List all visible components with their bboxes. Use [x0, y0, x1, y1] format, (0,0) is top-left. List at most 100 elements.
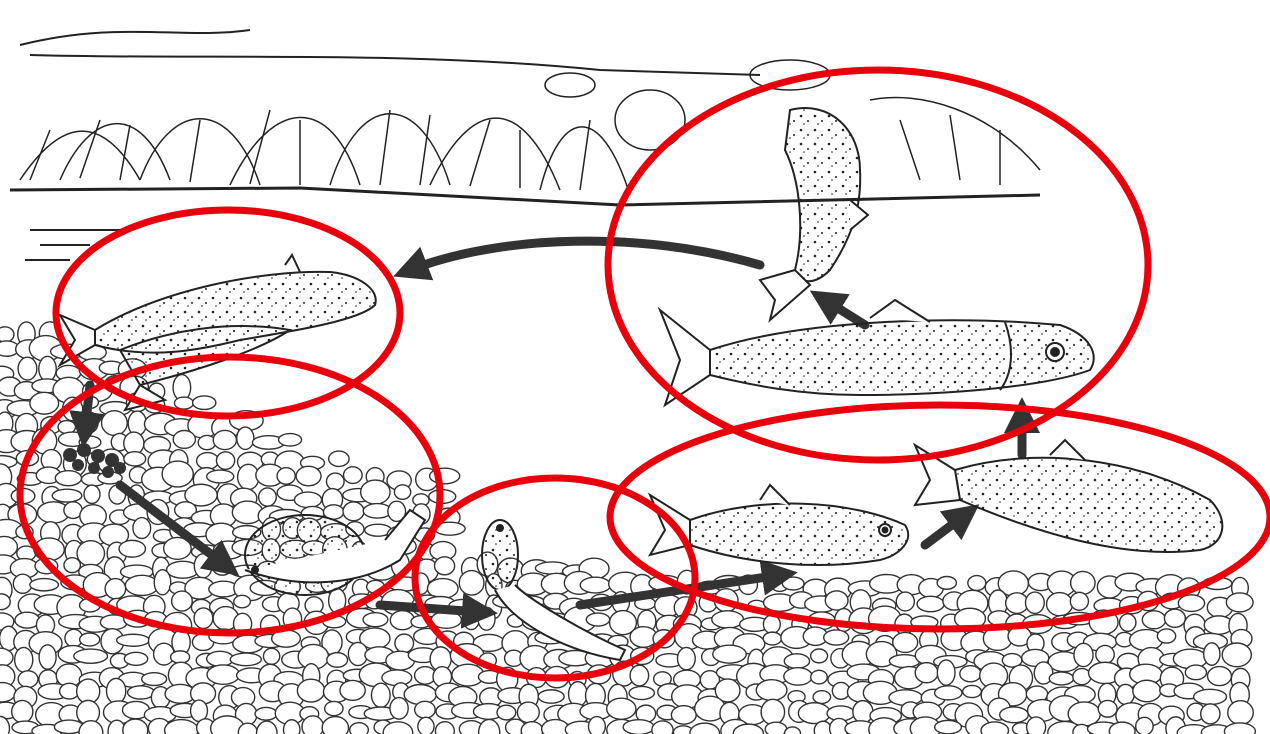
- gravel-stone: [119, 540, 145, 557]
- gravel-stone: [1047, 593, 1073, 616]
- gravel-stone: [193, 396, 216, 410]
- gravel-stone: [327, 653, 348, 668]
- gravel-stone: [297, 679, 324, 702]
- gravel-stone: [361, 480, 390, 504]
- gravel-stone: [1164, 609, 1185, 627]
- gravel-stone: [296, 466, 321, 485]
- gravel-stone: [418, 717, 434, 734]
- gravel-stone: [343, 502, 364, 521]
- gravel-stone: [172, 591, 193, 611]
- gravel-stone: [207, 665, 240, 684]
- gravel-stone: [0, 648, 13, 667]
- gravel-stone: [937, 577, 956, 590]
- gravel-stone: [1224, 723, 1255, 734]
- gravel-stone: [1070, 592, 1088, 610]
- gravel-stone: [712, 611, 744, 628]
- gravel-stone: [782, 577, 804, 590]
- gravel-stone: [1136, 717, 1153, 734]
- gravel-stone: [263, 648, 279, 664]
- gravel-stone: [1133, 680, 1161, 701]
- gravel-stone: [677, 647, 695, 669]
- gravel-stone: [340, 680, 365, 700]
- gravel-stone: [588, 717, 605, 734]
- gravel-stone: [763, 632, 781, 645]
- gravel-stone: [1222, 643, 1251, 667]
- gravel-stone: [1204, 643, 1220, 665]
- gravel-stone: [1025, 592, 1044, 613]
- gravel-stone: [390, 698, 408, 720]
- gravel-stone: [39, 645, 56, 669]
- gravel-stone: [18, 671, 38, 688]
- gravel-stone: [325, 701, 343, 715]
- gravel-stone: [171, 651, 190, 663]
- gravel-stone: [237, 427, 254, 449]
- gravel-stone: [52, 489, 82, 502]
- gravel-stone: [1000, 707, 1029, 723]
- gravel-stone: [1027, 717, 1046, 734]
- gravel-stone: [284, 720, 300, 734]
- gravel-stone: [371, 683, 390, 707]
- gravel-stone: [30, 579, 59, 591]
- gravel-stone: [12, 700, 33, 722]
- gravel-stone: [77, 541, 104, 567]
- gravel-stone: [1157, 629, 1175, 643]
- gravel-stone: [1228, 701, 1254, 725]
- gravel-stone: [1098, 700, 1117, 717]
- gravel-stone: [968, 576, 986, 591]
- stream-bank: [10, 30, 1040, 260]
- gravel-stone: [811, 670, 828, 684]
- gravel-stone: [629, 686, 654, 699]
- gravel-stone: [322, 716, 348, 734]
- gravel-stone: [363, 613, 388, 627]
- gravel-stone: [30, 392, 59, 414]
- gravel-stone: [917, 596, 944, 611]
- gravel-stone: [853, 701, 873, 723]
- gravel-stone: [915, 663, 938, 683]
- gravel-stone: [497, 705, 516, 720]
- gravel-stone: [713, 645, 746, 663]
- gravel-stone: [1071, 571, 1095, 594]
- gravel-stone: [207, 470, 234, 483]
- gravel-stone: [671, 706, 696, 724]
- arrow-adult-to-spawning: [410, 241, 760, 270]
- gravel-stone: [174, 397, 193, 409]
- gravel-stone: [194, 608, 213, 628]
- gravel-stone: [824, 630, 849, 645]
- gravel-stone: [39, 356, 56, 381]
- gravel-stone: [981, 722, 1009, 734]
- jumping-trout-icon: [760, 108, 868, 320]
- gravel-stone: [117, 634, 150, 646]
- gravel-stone: [216, 452, 234, 469]
- gravel-stone: [435, 557, 455, 575]
- gravel-stone: [350, 723, 369, 734]
- gravel-stone: [124, 452, 146, 466]
- gravel-stone: [1096, 645, 1114, 663]
- gravel-stone: [105, 579, 126, 599]
- gravel-stone: [521, 722, 543, 734]
- gravel-stone: [607, 698, 636, 719]
- gravel-stone: [404, 685, 436, 705]
- gravel-stone: [84, 485, 100, 503]
- gravel-stone: [125, 575, 158, 595]
- gravel-stone: [623, 720, 654, 734]
- gravel-stone: [142, 673, 167, 686]
- gravel-stone: [124, 652, 147, 665]
- gravel-stone: [652, 721, 673, 734]
- gravel-stone: [538, 690, 564, 703]
- gravel-stone: [107, 678, 126, 703]
- gravel-stone: [302, 716, 324, 734]
- gravel-stone: [569, 682, 588, 707]
- gravel-stone: [18, 357, 37, 380]
- gravel-stone: [277, 468, 295, 485]
- gravel-stone: [197, 453, 219, 470]
- gravel-stone: [0, 327, 14, 342]
- gravel-stone: [690, 723, 720, 734]
- gravel-stone: [586, 613, 609, 626]
- gravel-stone: [415, 701, 436, 718]
- gravel-stone: [580, 577, 610, 593]
- gravel-stone: [811, 649, 828, 663]
- gravel-stone: [1120, 614, 1136, 632]
- gravel-stone: [630, 665, 649, 686]
- gravel-stone: [382, 670, 412, 686]
- gravel-stone: [294, 492, 321, 507]
